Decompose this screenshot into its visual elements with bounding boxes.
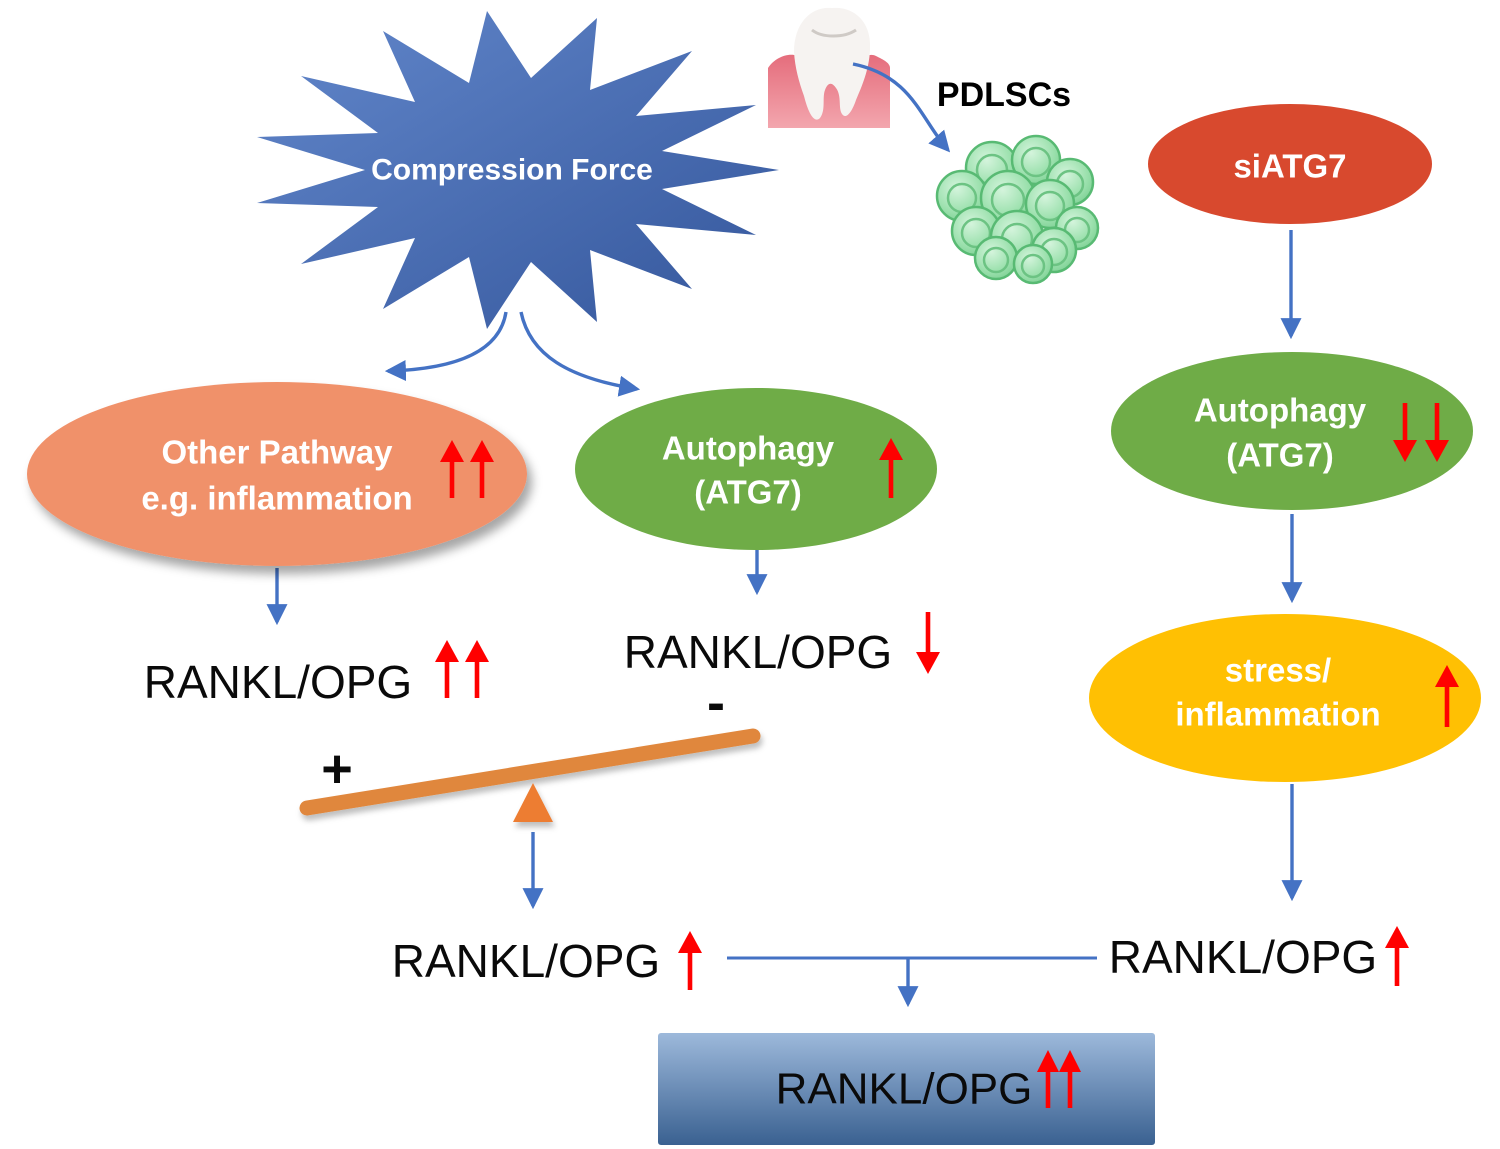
compression-force-burst [257, 11, 779, 329]
siatg7-label: siATG7 [1233, 148, 1346, 185]
burst-to-other-pathway-arrow [384, 311, 508, 382]
seesaw-beam [299, 728, 761, 816]
stress-label-line1: stress/ [1225, 652, 1331, 689]
autophagy-right-node [1111, 352, 1473, 510]
rankl-right-label: RANKL/OPG [1109, 931, 1377, 983]
double-down-arrow-icon-autophagy-right [1393, 403, 1449, 462]
siatg7-node [1148, 104, 1432, 224]
stress-inflammation-node [1089, 614, 1481, 782]
compression-force-label: Compression Force [371, 154, 653, 187]
double-up-arrow-icon-rankl-box [1037, 1050, 1081, 1108]
seesaw-minus-sign: - [707, 673, 725, 733]
other-pathway-node [27, 382, 527, 566]
up-arrow-icon-rankl-bottom-left [678, 931, 702, 990]
autophagy-mid-label-line2: (ATG7) [694, 474, 802, 511]
down-arrow-icon-rankl-mid [916, 612, 940, 674]
up-arrow-icon-stress [1435, 665, 1459, 727]
other-pathway-label-line1: Other Pathway [161, 434, 393, 471]
pdlsc-cell-cluster-icon [935, 134, 1100, 285]
burst-to-autophagy-arrow [519, 311, 641, 397]
autophagy-right-label-line2: (ATG7) [1226, 437, 1334, 474]
autophagy-right-label-line1: Autophagy [1194, 392, 1367, 429]
double-up-arrow-icon-rankl-left [435, 640, 489, 698]
autophagy-mid-label-line1: Autophagy [662, 430, 835, 467]
stress-label-line2: inflammation [1175, 696, 1380, 733]
up-arrow-icon-autophagy-mid [879, 438, 903, 498]
rankl-left-label: RANKL/OPG [144, 656, 412, 708]
rankl-bottom-left-label: RANKL/OPG [392, 935, 660, 987]
seesaw-plus-sign: + [321, 739, 353, 799]
rankl-mid-label: RANKL/OPG [624, 626, 892, 678]
seesaw [299, 728, 761, 822]
autophagy-mid-node [575, 388, 937, 550]
up-arrow-icon-rankl-right [1385, 926, 1409, 986]
seesaw-fulcrum [513, 783, 553, 822]
tooth-highlight [811, 28, 857, 38]
tooth-shape [794, 7, 871, 120]
rankl-box-label: RANKL/OPG [776, 1065, 1033, 1114]
other-pathway-label-line2: e.g. inflammation [141, 480, 412, 517]
double-up-arrow-icon-other-pathway [440, 440, 494, 498]
rankl-result-box [658, 1033, 1155, 1145]
tooth-to-cells-arrow [852, 62, 951, 153]
pdlscs-label: PDLSCs [937, 76, 1071, 114]
tooth-icon [768, 7, 890, 128]
